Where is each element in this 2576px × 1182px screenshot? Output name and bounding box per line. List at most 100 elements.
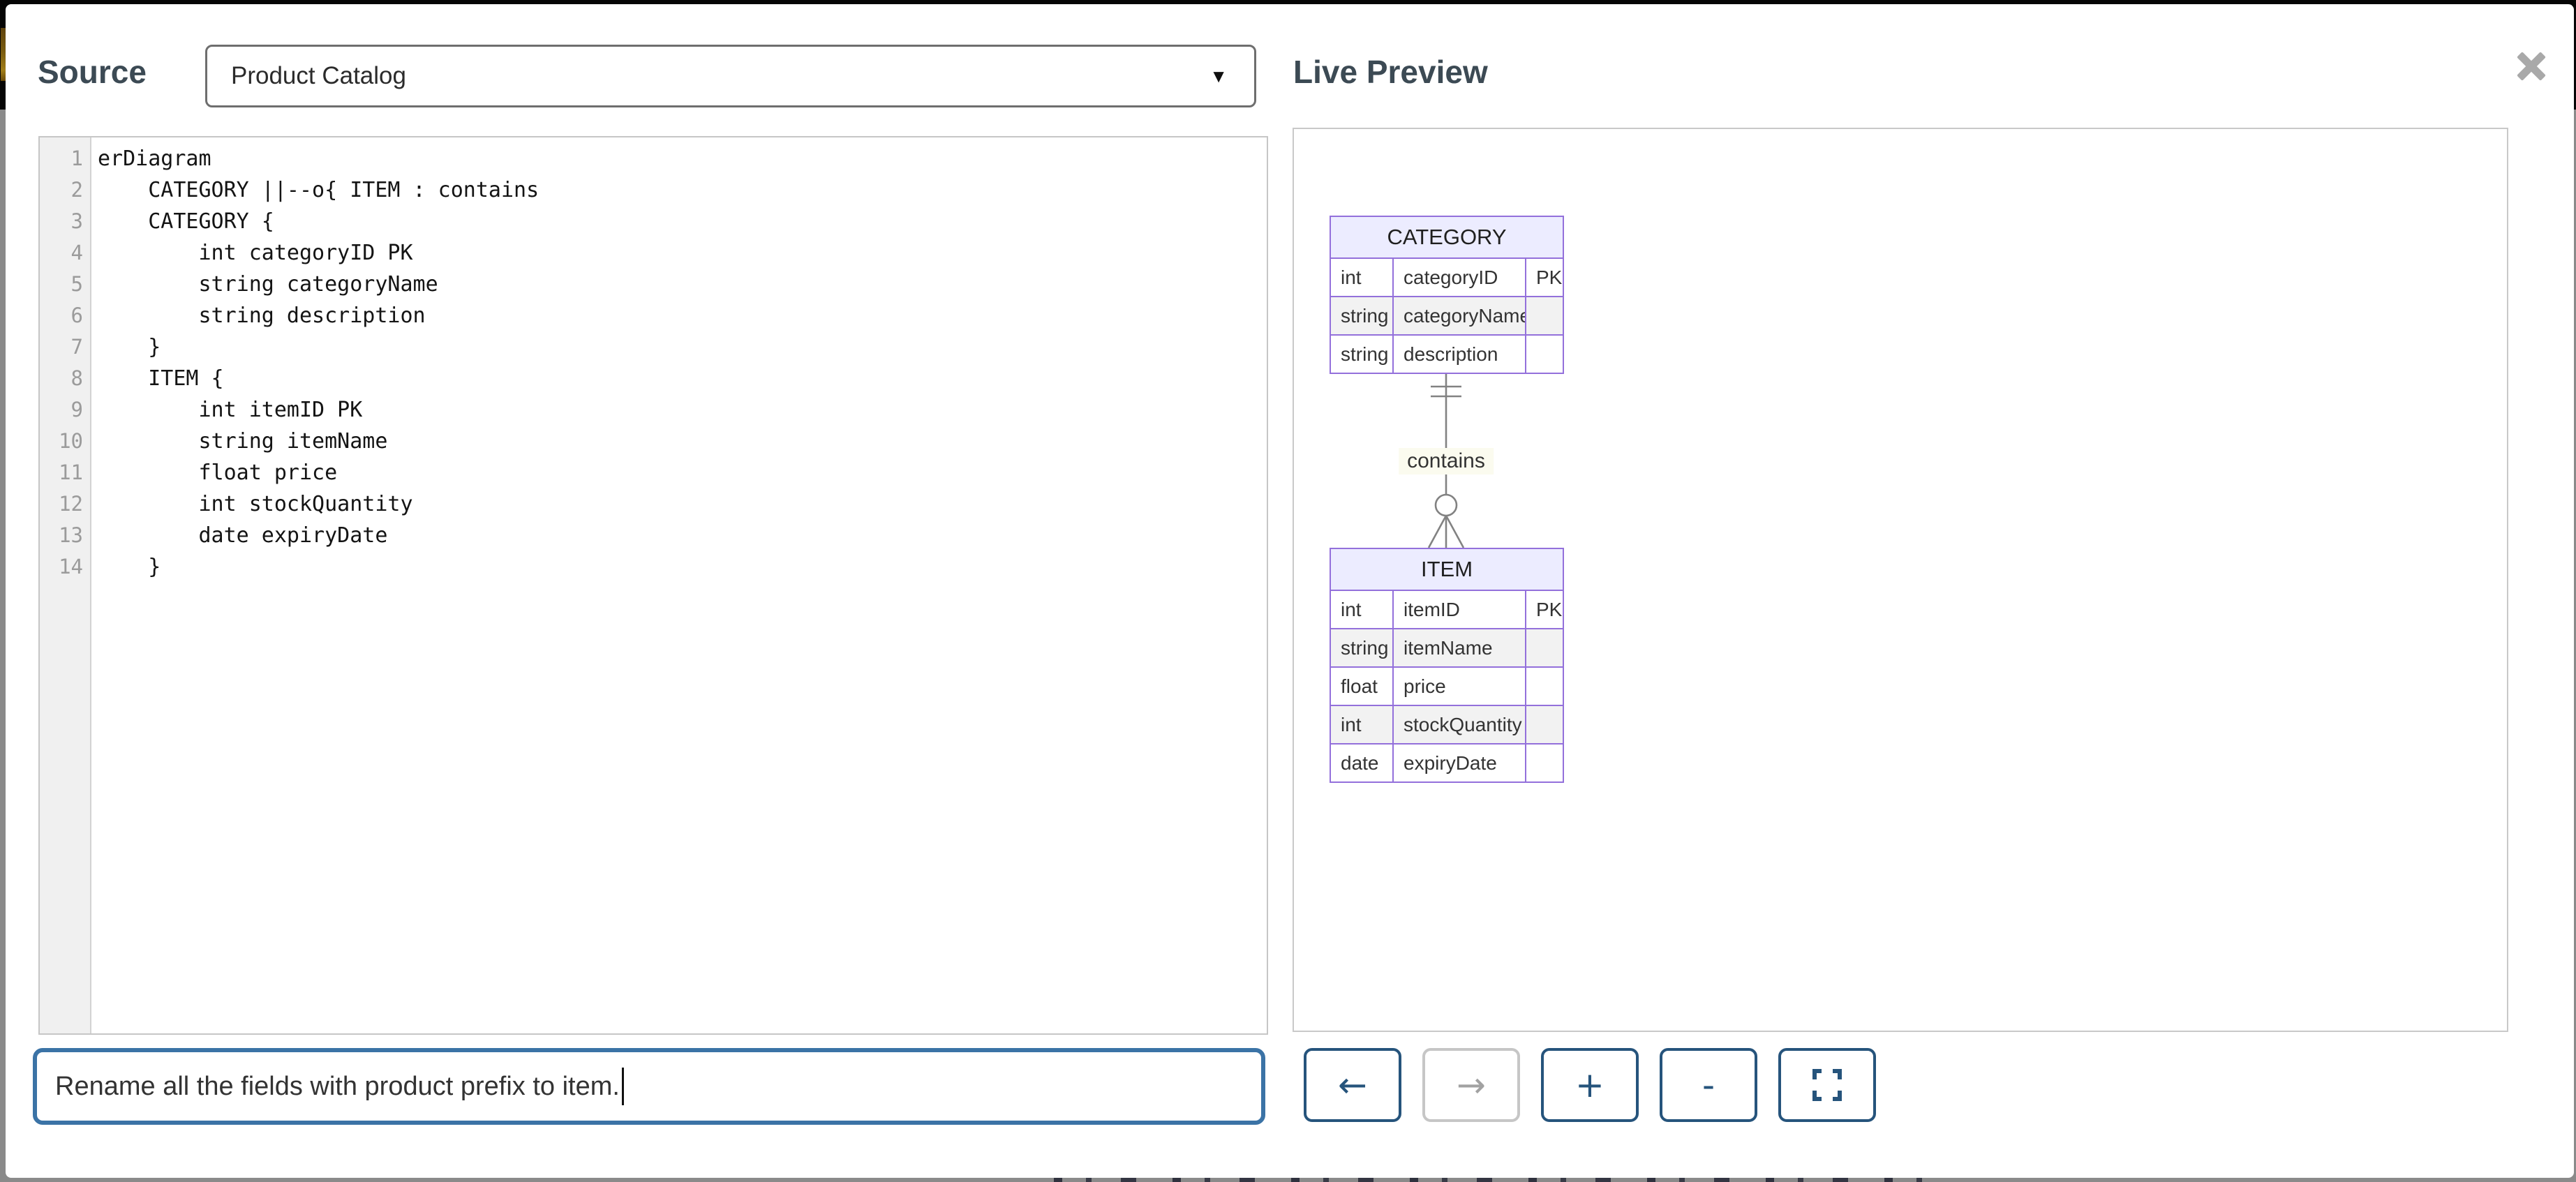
close-icon[interactable] (2515, 50, 2547, 82)
code-text: int categoryID PK (98, 241, 413, 265)
attribute-key: PK (1524, 590, 1565, 629)
code-text: } (98, 555, 161, 579)
line-number: 8 (70, 366, 83, 390)
code-text: CATEGORY ||--o{ ITEM : contains (98, 178, 539, 202)
line-number: 6 (70, 304, 83, 327)
code-line: 5 string categoryName (40, 269, 1267, 300)
code-text: int itemID PK (98, 398, 363, 422)
text-caret (621, 1068, 624, 1105)
code-text: erDiagram (98, 147, 211, 171)
attribute-type: string (1330, 334, 1394, 374)
code-line: 6 string description (40, 300, 1267, 331)
code-text: float price (98, 461, 338, 485)
back-button[interactable]: ← (1304, 1048, 1401, 1122)
line-number: 12 (59, 492, 83, 516)
code-line: 12 int stockQuantity (40, 488, 1267, 520)
attribute-type: int (1330, 257, 1394, 297)
diagram-select-value: Product Catalog (231, 62, 406, 89)
code-text: CATEGORY { (98, 209, 274, 234)
line-number: 13 (59, 523, 83, 547)
forward-button[interactable]: → (1422, 1048, 1520, 1122)
attribute-name: itemName (1392, 628, 1526, 668)
code-line: 11 float price (40, 457, 1267, 488)
attribute-key (1524, 296, 1565, 336)
line-number: 10 (59, 429, 83, 453)
code-line: 2 CATEGORY ||--o{ ITEM : contains (40, 174, 1267, 206)
attribute-name: description (1392, 334, 1526, 374)
line-number: 9 (70, 398, 83, 421)
line-number: 14 (59, 555, 83, 578)
diagram-select[interactable]: Product Catalog ▼ (205, 45, 1256, 107)
line-number: 4 (70, 241, 83, 264)
attribute-type: date (1330, 743, 1394, 783)
attribute-type: float (1330, 666, 1394, 706)
code-text: date expiryDate (98, 523, 388, 548)
arrow-left-icon: ← (1338, 1065, 1367, 1105)
attribute-name: categoryName (1392, 296, 1526, 336)
code-line: 1 erDiagram (40, 143, 1267, 174)
attribute-type: string (1330, 628, 1394, 668)
code-line: 3 CATEGORY { (40, 206, 1267, 237)
attribute-key: PK (1524, 257, 1565, 297)
arrow-right-icon: → (1457, 1065, 1486, 1105)
code-text: int stockQuantity (98, 492, 413, 516)
entity-name: CATEGORY (1329, 216, 1565, 259)
line-number: 11 (59, 461, 83, 484)
line-number: 3 (70, 209, 83, 233)
zoom-out-button[interactable]: - (1660, 1048, 1757, 1122)
code-line: 10 string itemName (40, 426, 1267, 457)
attribute-name: stockQuantity (1392, 705, 1526, 745)
relationship-label: contains (1399, 448, 1494, 474)
attribute-name: expiryDate (1392, 743, 1526, 783)
preview-controls: ← → + - (1304, 1048, 1876, 1122)
entity-name: ITEM (1329, 548, 1565, 591)
source-code-editor[interactable]: 1 erDiagram 2 CATEGORY ||--o{ ITEM : conta… (38, 136, 1268, 1035)
minus-icon: - (1702, 1065, 1715, 1105)
code-line: 8 ITEM { (40, 363, 1267, 394)
plus-icon: + (1575, 1065, 1605, 1105)
chevron-down-icon: ▼ (1209, 65, 1228, 87)
prompt-input[interactable]: Rename all the fields with product prefi… (33, 1048, 1265, 1125)
line-number-gutter (40, 137, 91, 1033)
line-number: 7 (70, 335, 83, 359)
line-number: 5 (70, 272, 83, 296)
code-line: 4 int categoryID PK (40, 237, 1267, 269)
preview-panel-title: Live Preview (1293, 54, 1488, 90)
fullscreen-icon (1812, 1069, 1842, 1101)
relationship-connector (1427, 373, 1465, 548)
attribute-key (1524, 743, 1565, 783)
background-clipped-text (1054, 1178, 1933, 1182)
attribute-name: itemID (1392, 590, 1526, 629)
code-text: string categoryName (98, 272, 438, 297)
source-panel-title: Source (38, 54, 147, 90)
code-line: 7 } (40, 331, 1267, 363)
attribute-type: string (1330, 296, 1394, 336)
code-text: ITEM { (98, 366, 224, 391)
attribute-key (1524, 334, 1565, 374)
attribute-key (1524, 666, 1565, 706)
code-line: 9 int itemID PK (40, 394, 1267, 426)
prompt-input-value: Rename all the fields with product prefi… (55, 1071, 620, 1101)
background-logo-fragment (1, 28, 6, 81)
fullscreen-button[interactable] (1778, 1048, 1876, 1122)
attribute-type: int (1330, 590, 1394, 629)
line-number: 1 (70, 147, 83, 170)
attribute-key (1524, 705, 1565, 745)
code-text: string description (98, 304, 426, 328)
code-text: string itemName (98, 429, 388, 454)
zoom-in-button[interactable]: + (1541, 1048, 1639, 1122)
code-text: } (98, 335, 161, 359)
code-line: 13 date expiryDate (40, 520, 1267, 551)
attribute-name: categoryID (1392, 257, 1526, 297)
